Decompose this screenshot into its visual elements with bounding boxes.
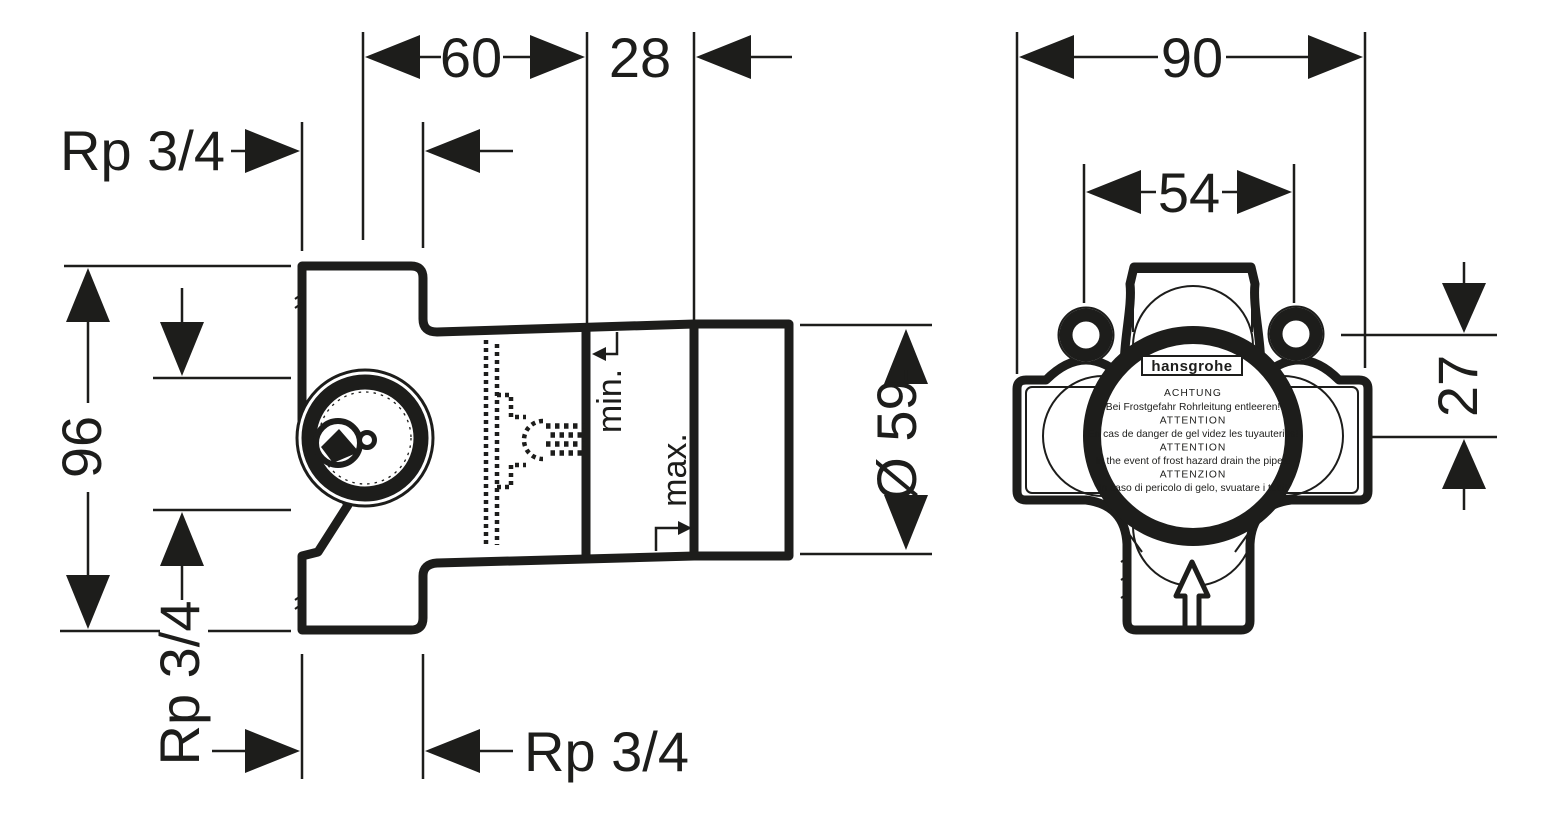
rp34-bottom-value: Rp 3/4 <box>524 720 689 783</box>
side-view-body-outline <box>297 261 794 635</box>
dia59-value: Ø 59 <box>865 379 928 500</box>
dim-28-value: 28 <box>609 26 671 89</box>
dim-dia59: Ø 59 <box>800 323 932 556</box>
dim-rp34-port: Rp 3/4 <box>148 288 291 766</box>
dim-60-value: 60 <box>440 26 502 89</box>
warning-line: ATTENZION <box>1160 470 1227 481</box>
dim-96: 96 <box>50 264 291 633</box>
dim-96-value: 96 <box>50 416 113 478</box>
stem-flag <box>321 429 359 463</box>
front-view: hansgrohe ACHTUNG Bei Frostgefahr Rohrle… <box>1012 26 1497 635</box>
warning-line: En cas de danger de gel videz les tuyaut… <box>1088 429 1299 440</box>
dim-27-value: 27 <box>1426 355 1489 417</box>
warning-line: ATTENTION <box>1160 416 1227 427</box>
dim-54-value: 54 <box>1158 161 1220 224</box>
rp34-port-value: Rp 3/4 <box>148 601 211 766</box>
dim-54: 54 <box>1082 161 1296 303</box>
max-label: max. <box>656 433 694 507</box>
max-marker: max. <box>654 433 694 551</box>
stem-knob <box>357 430 377 450</box>
dim-rp34-inlet: Rp 3/4 <box>60 119 513 251</box>
warning-line: Bei Frostgefahr Rohrleitung entleeren! <box>1106 402 1281 413</box>
pipe-detail-lines <box>1120 533 1249 599</box>
warning-line: ATTENTION <box>1160 443 1227 454</box>
dim-60-28: 60 28 <box>361 26 792 326</box>
valve-port-ring <box>295 368 435 508</box>
screw-hole-left <box>1057 306 1115 364</box>
cartridge-hidden-lines <box>483 340 585 545</box>
brand-plate: hansgrohe <box>1141 355 1243 376</box>
wall-hatch-ticks <box>294 293 303 610</box>
dim-27: 27 <box>1341 262 1497 510</box>
screw-hole-right <box>1267 305 1325 363</box>
warning-line: In caso di pericolo di gelo, svuatare i … <box>1099 483 1288 494</box>
dim-90: 90 <box>1015 26 1367 374</box>
min-label: min. <box>591 369 629 433</box>
side-view: min. max. 60 28 Rp 3/4 <box>50 26 932 783</box>
warning-label-text: ACHTUNG Bei Frostgefahr Rohrleitung entl… <box>1088 388 1299 494</box>
warning-line: ACHTUNG <box>1164 388 1222 399</box>
brand-logo: hansgrohe <box>1151 358 1232 375</box>
min-marker: min. <box>591 332 629 433</box>
bracket-inner-lines <box>1132 271 1253 332</box>
rp34-inlet-value: Rp 3/4 <box>60 119 225 182</box>
dim-rp34-bottom: Rp 3/4 <box>212 654 689 783</box>
warning-line: In the event of frost hazard drain the p… <box>1095 456 1291 467</box>
dim-90-value: 90 <box>1161 26 1223 89</box>
label-disc <box>1083 326 1303 546</box>
flow-arrow-icon <box>1173 559 1211 631</box>
